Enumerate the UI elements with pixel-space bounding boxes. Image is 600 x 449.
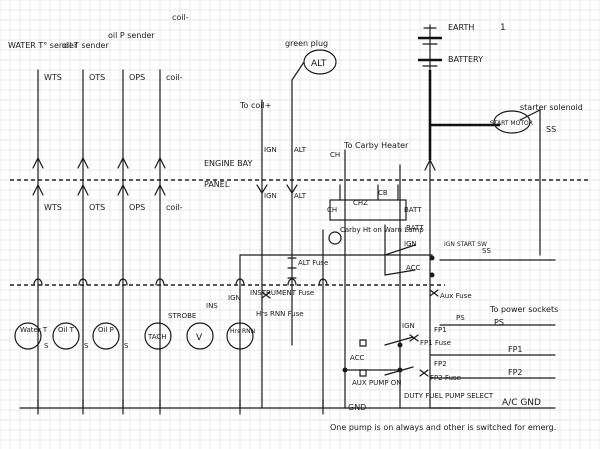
bulkhead-loops xyxy=(33,278,328,286)
label-gnd: GND xyxy=(348,403,366,412)
svg-text:TACH: TACH xyxy=(147,333,167,341)
alternator-component: ALT xyxy=(291,49,337,81)
gauge-tach: TACH xyxy=(144,322,172,350)
top-labels: WATER T° sender oil T sender oil P sende… xyxy=(8,13,583,189)
label-ch-top: CH xyxy=(330,151,340,159)
label-s-3: S xyxy=(124,342,129,350)
label-to-power-sockets: To power sockets xyxy=(489,305,558,314)
label-coil: coil- xyxy=(172,13,189,22)
label-fp1-fuse: FP1 Fuse xyxy=(420,339,451,347)
svg-text:Hrs RNN: Hrs RNN xyxy=(230,328,255,335)
label-s-2: S xyxy=(84,342,89,350)
label-ss-panel: SS xyxy=(482,247,491,255)
label-ps-out: PS xyxy=(494,318,504,327)
label-battery: BATTERY xyxy=(448,55,483,64)
label-s-1: S xyxy=(44,342,49,350)
svg-text:Oil P: Oil P xyxy=(98,326,114,334)
label-to-carby-heater: To Carby Heater xyxy=(343,141,409,150)
label-ign-top: IGN xyxy=(264,146,277,154)
gauge-oil-pressure: Oil P xyxy=(92,322,120,350)
label-strobe: STROBE xyxy=(168,312,196,320)
label-oil-t-sender: oil T sender xyxy=(62,41,109,50)
label-hrs-rnn-fuse: Hrs RNN Fuse xyxy=(256,310,304,318)
label-wts-panel: WTS xyxy=(44,203,62,212)
label-coil-minus-panel: coil- xyxy=(166,203,183,212)
label-ign-panel: IGN xyxy=(264,192,277,200)
label-ots-top: OTS xyxy=(89,73,105,82)
wire-labels: WTS OTS OPS coil- WTS OTS OPS coil- IGN … xyxy=(44,73,491,368)
label-ops-panel: OPS xyxy=(129,203,145,212)
sender-wires xyxy=(37,24,556,409)
label-to-coil: To coil+ xyxy=(239,101,271,110)
fuse-icons xyxy=(261,257,439,377)
label-oil-p-sender: oil P sender xyxy=(108,31,155,40)
label-starter-solenoid: starter solenoid xyxy=(520,103,583,112)
svg-text:V: V xyxy=(196,333,203,343)
label-fp2-wire: FP2 xyxy=(434,360,447,368)
label-green-plug: green plug xyxy=(285,39,328,48)
carby-heater-relay xyxy=(328,184,407,245)
label-alt-panel: ALT xyxy=(294,192,307,200)
label-one: 1 xyxy=(500,23,506,33)
label-acc-lower: ACC xyxy=(350,354,365,362)
gauge-hours-run: Hrs RNN xyxy=(226,322,255,350)
solenoid-wire xyxy=(519,109,541,256)
label-ops-top: OPS xyxy=(129,73,145,82)
label-aux-pump-on: AUX PUMP ON xyxy=(352,379,402,387)
label-alt-fuse: ALT Fuse xyxy=(298,259,328,267)
switch-contacts xyxy=(342,244,435,376)
label-fp1-wire: FP1 xyxy=(434,326,447,334)
panel-labels: ALT Fuse INSTRUMENT Fuse Hrs RNN Fuse Ca… xyxy=(44,226,558,412)
gauge-water-temp: Water T xyxy=(14,322,48,350)
label-chz: CHZ xyxy=(353,199,368,207)
label-instrument-fuse: INSTRUMENT Fuse xyxy=(250,289,314,297)
battery-icon xyxy=(418,27,442,67)
label-fp2-out: FP2 xyxy=(508,368,523,377)
label-engine-bay: ENGINE BAY xyxy=(204,159,253,168)
label-inst: INS xyxy=(206,302,218,310)
gauge-voltmeter: V xyxy=(186,322,214,350)
label-ign-switch: IGN xyxy=(404,240,417,248)
label-fp2-fuse: FP2 Fuse xyxy=(430,374,461,382)
connector-marks xyxy=(32,156,436,196)
label-ots-panel: OTS xyxy=(89,203,105,212)
label-ps-wire: PS xyxy=(456,314,465,322)
battery-cable xyxy=(428,70,500,160)
label-water-sender: WATER T° sender xyxy=(8,41,78,50)
label-ign-start-sw: IGN START SW xyxy=(444,241,487,248)
label-fp1-out: FP1 xyxy=(508,345,523,354)
label-earth: EARTH xyxy=(448,23,474,32)
label-cb: CB xyxy=(378,189,388,197)
label-carby-ht: Carby Ht on Warn Lamp xyxy=(340,226,424,234)
svg-text:Oil T: Oil T xyxy=(58,326,75,334)
label-batt-switch: BATT xyxy=(406,224,424,232)
ground-ticks xyxy=(37,399,324,415)
label-batt: BATT xyxy=(404,206,422,214)
svg-text:ALT: ALT xyxy=(311,59,327,69)
label-alt-top: ALT xyxy=(294,146,307,154)
label-duty-fuel-pump-select: DUTY FUEL PUMP SELECT xyxy=(404,392,494,400)
gauge-oil-temp: Oil T xyxy=(52,322,80,350)
label-start-motor: START MOTOR xyxy=(490,120,533,127)
label-acc-switch: ACC xyxy=(406,264,421,272)
label-ign-lower: IGN xyxy=(402,322,415,330)
start-motor-component xyxy=(493,110,531,134)
footnote: One pump is on always and other is switc… xyxy=(330,423,556,432)
label-ch-panel: CH xyxy=(327,206,337,214)
label-panel: PANEL xyxy=(204,180,230,189)
label-aux-fuse: Aux Fuse xyxy=(440,292,472,300)
label-coil-minus-top: coil- xyxy=(166,73,183,82)
label-ign-panel-left: IGN xyxy=(228,294,241,302)
label-ac-gnd: A/C GND xyxy=(502,398,541,408)
label-wts-top: WTS xyxy=(44,73,62,82)
label-ss-top: SS xyxy=(546,125,556,134)
svg-text:Water T: Water T xyxy=(20,326,48,334)
